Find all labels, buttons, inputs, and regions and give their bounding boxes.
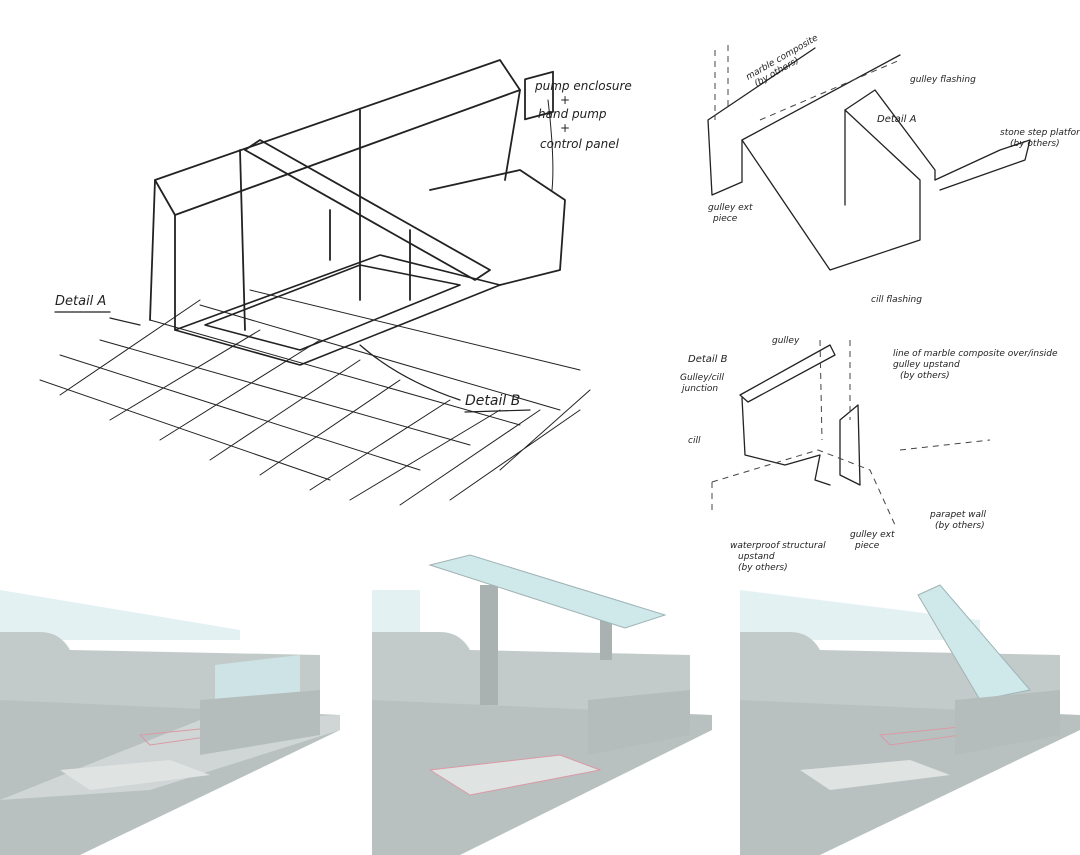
render-closed <box>0 590 340 855</box>
svg-text:line of marble composite over/: line of marble composite over/insidegull… <box>893 349 1058 381</box>
gulley-ext-b-label: gulley ext <box>850 530 895 540</box>
render-raised <box>372 554 712 855</box>
enclosure-label-3: hand pump <box>538 107 607 121</box>
enclosure-label-2: + <box>560 93 570 107</box>
detail-a-callout: Detail A <box>55 294 106 309</box>
gulley-ext-label: gulley ext <box>708 203 753 213</box>
line-of-marble-label-3: (by others) <box>900 371 950 381</box>
render-tilted-open <box>740 584 1080 855</box>
main-sketch: pump enclosure + hand pump + control pan… <box>39 59 636 506</box>
detail-b-subtitle-2: junction <box>680 384 718 394</box>
enclosure-label-5: control panel <box>540 137 620 151</box>
pump-enclosure <box>149 59 566 331</box>
detail-b-title: Detail B <box>688 354 728 365</box>
detail-a-title: Detail A <box>877 114 917 125</box>
detail-b-callout: Detail B <box>465 393 520 409</box>
line-of-marble-label: line of marble composite over/inside <box>893 349 1058 359</box>
cill-label: cill <box>688 436 701 446</box>
floor-grid <box>39 289 591 506</box>
detail-a-sketch: marble composite(by others) gulley flash… <box>707 33 1080 305</box>
waterproof-label-2: upstand <box>738 552 775 562</box>
svg-text:parapet wall(by others): parapet wall(by others) <box>929 510 986 531</box>
detail-b-subtitle: Gulley/cill <box>680 373 725 383</box>
gulley-ext-label-2: piece <box>712 214 738 224</box>
parapet-label-2: (by others) <box>935 521 985 531</box>
hatch-frame <box>174 254 501 366</box>
line-of-marble-label-2: gulley upstand <box>893 360 960 370</box>
stone-step-label-2: (by others) <box>1010 139 1060 149</box>
parapet-label: parapet wall <box>929 510 986 520</box>
waterproof-label: waterproof structural <box>730 541 826 551</box>
svg-text:stone step platform(by others): stone step platform(by others) <box>1000 128 1080 149</box>
hatch-lid <box>244 139 491 301</box>
gulley-flashing-label: gulley flashing <box>910 75 976 85</box>
cill-flashing-label: cill flashing <box>871 295 922 305</box>
enclosure-label-1: pump enclosure <box>534 79 632 93</box>
gulley-label: gulley <box>772 336 800 346</box>
svg-text:pump enclosure + h: pump enclosure + hand pump + control pan… <box>534 79 636 151</box>
stone-step-label: stone step platform <box>1000 128 1080 138</box>
enclosure-label-4: + <box>560 121 570 135</box>
svg-text:marble composite(by others): marble composite(by others) <box>745 33 826 91</box>
waterproof-label-3: (by others) <box>738 563 788 573</box>
marble-label: marble composite <box>745 33 821 83</box>
gulley-ext-b-label-2: piece <box>854 541 880 551</box>
